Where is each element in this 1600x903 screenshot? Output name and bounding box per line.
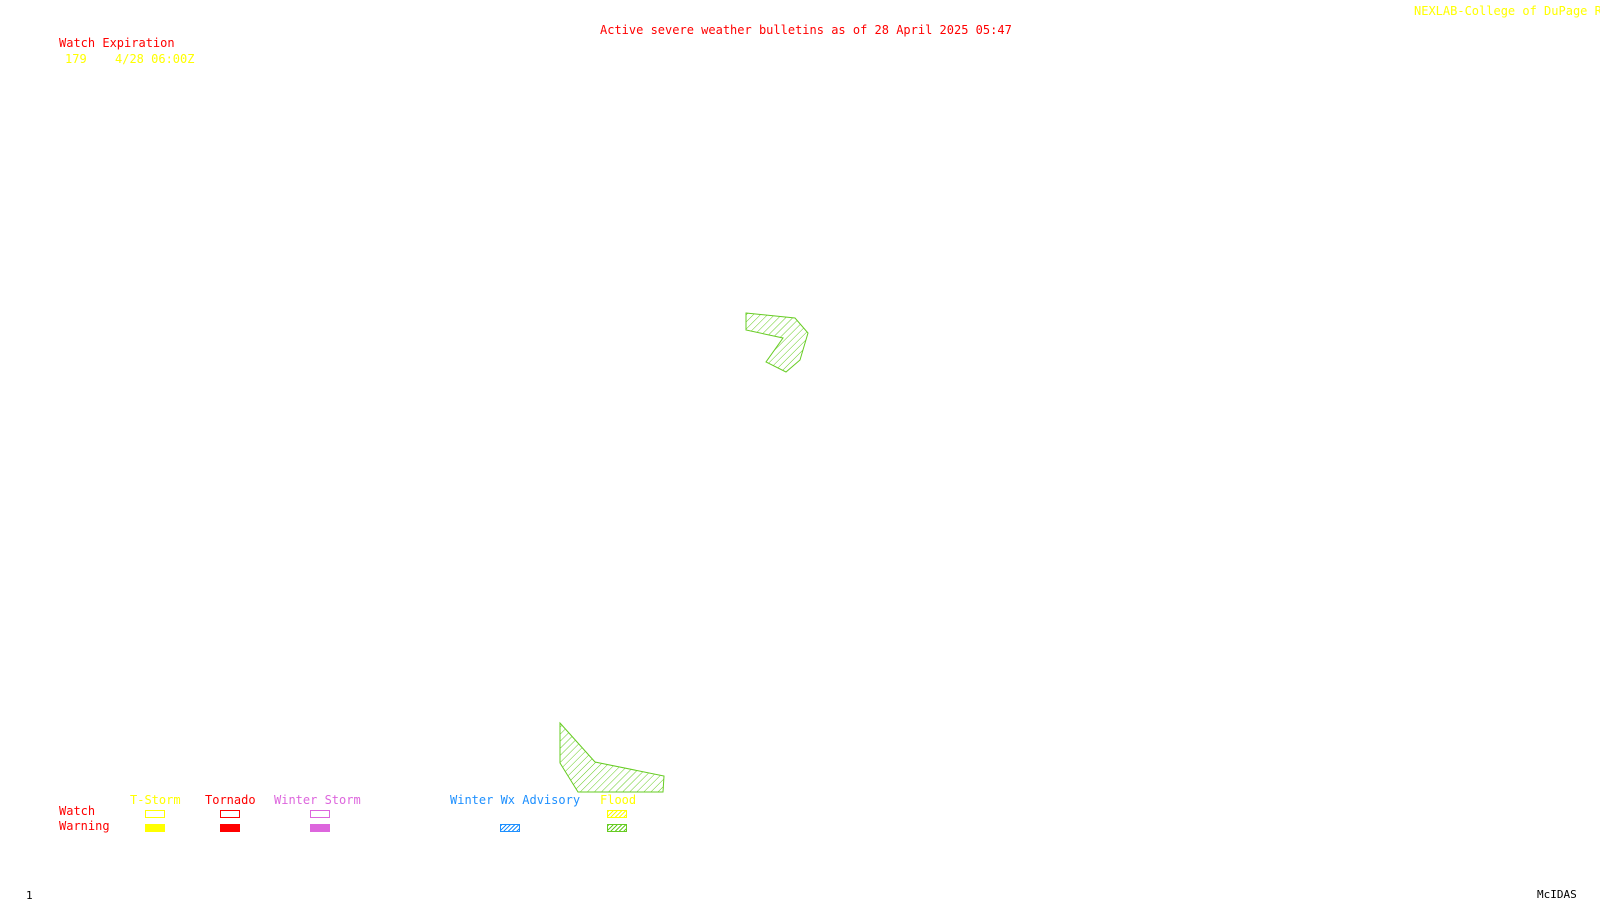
- software-label: McIDAS: [1537, 888, 1577, 901]
- tornado-watch-swatch: [220, 810, 240, 818]
- frame-number: 1: [26, 889, 33, 902]
- winter-advisory-swatch: [500, 824, 520, 832]
- legend-flood-label: Flood: [600, 793, 637, 807]
- legend-row-watch: Watch: [59, 804, 96, 818]
- watch-expiration-heading: Watch Expiration: [59, 36, 175, 50]
- watch-expiration-time: 4/28 06:00Z: [115, 52, 195, 66]
- tornado-warning-swatch: [220, 824, 240, 832]
- bulletin-title: Active severe weather bulletins as of 28…: [600, 23, 1012, 37]
- tstorm-warning-swatch: [145, 824, 165, 832]
- legend-winter-storm-label: Winter Storm: [274, 793, 361, 807]
- winter-storm-warning-swatch: [310, 824, 330, 832]
- flood-warning-area: [745, 312, 809, 373]
- credit-label: NEXLAB-College of DuPage R: [1414, 4, 1600, 18]
- legend-tornado-label: Tornado: [205, 793, 256, 807]
- watch-number: 179: [65, 52, 87, 66]
- flood-warning-swatch: [607, 824, 627, 832]
- tstorm-watch-swatch: [145, 810, 165, 818]
- legend-tstorm-label: T-Storm: [130, 793, 181, 807]
- winter-storm-watch-swatch: [310, 810, 330, 818]
- flood-watch-swatch: [607, 810, 627, 818]
- flood-warning-area: [559, 721, 665, 793]
- legend-winter-advisory-label: Winter Wx Advisory: [450, 793, 581, 807]
- legend-row-warning: Warning: [59, 819, 110, 833]
